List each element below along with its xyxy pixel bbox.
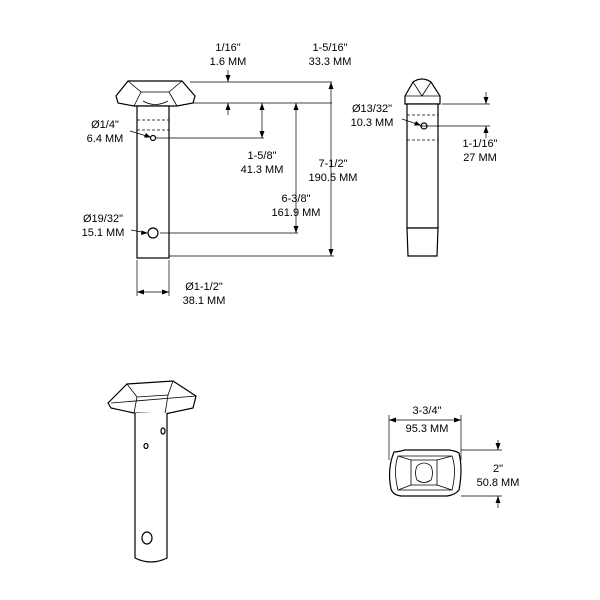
large-hole-pos-imperial: 6-3/8": [282, 193, 311, 205]
side-view-labels: Ø13/32" 10.3 MM 1-1/16" 27 MM: [351, 103, 498, 164]
overall-length-metric: 190.5 MM: [309, 172, 358, 184]
side-view-head: [404, 78, 441, 105]
iso-side-hole: [143, 442, 149, 450]
front-view-head: [115, 80, 196, 107]
small-hole-dia-imperial: Ø1/4": [91, 119, 119, 131]
top-width-metric: 95.3 MM: [406, 423, 449, 435]
isometric-shaft: [134, 413, 168, 563]
top-depth-metric: 50.8 MM: [477, 477, 520, 489]
front-view-labels: 1/16" 1.6 MM 1-5/16" 33.3 MM Ø1/4" 6.4 M…: [82, 42, 358, 307]
side-hole-pos-imperial: 1-1/16": [462, 138, 497, 150]
overall-length-imperial: 7-1/2": [319, 158, 348, 170]
front-view-shaft: [136, 105, 170, 259]
small-hole: [149, 134, 157, 142]
large-hole-dia-imperial: Ø19/32": [83, 213, 123, 225]
large-hole-dia-metric: 15.1 MM: [82, 227, 125, 239]
head-thickness-metric: 1.6 MM: [210, 56, 247, 68]
top-width-imperial: 3-3/4": [413, 405, 442, 417]
shaft-dia-metric: 38.1 MM: [183, 295, 226, 307]
side-hole-dia-imperial: Ø13/32": [352, 103, 392, 115]
side-hole-dia-metric: 10.3 MM: [351, 117, 394, 129]
isometric-view: [107, 380, 197, 563]
top-view-dimension-lines: [388, 415, 502, 508]
large-hole-pos-metric: 161.9 MM: [272, 207, 321, 219]
small-hole-pos-metric: 41.3 MM: [241, 164, 284, 176]
side-view-dimension-lines: [401, 92, 490, 138]
side-hole-pos-metric: 27 MM: [463, 152, 497, 164]
overall-top-imperial: 1-5/16": [312, 42, 347, 54]
shaft-dia-imperial: Ø1-1/2": [185, 281, 223, 293]
iso-large-hole: [141, 531, 153, 545]
front-view: [115, 80, 196, 259]
isometric-head: [107, 380, 197, 415]
top-depth-imperial: 2": [493, 463, 503, 475]
front-view-dimension-lines: [129, 70, 334, 296]
top-view: [388, 449, 462, 497]
side-view: [404, 78, 441, 257]
small-hole-dia-metric: 6.4 MM: [87, 133, 124, 145]
overall-top-metric: 33.3 MM: [309, 56, 352, 68]
iso-small-hole: [160, 427, 166, 435]
small-hole-pos-imperial: 1-5/8": [248, 150, 277, 162]
large-hole: [147, 227, 159, 239]
head-thickness-imperial: 1/16": [215, 42, 240, 54]
top-view-labels: 3-3/4" 95.3 MM 2" 50.8 MM: [406, 405, 520, 489]
side-view-shaft: [406, 103, 439, 257]
